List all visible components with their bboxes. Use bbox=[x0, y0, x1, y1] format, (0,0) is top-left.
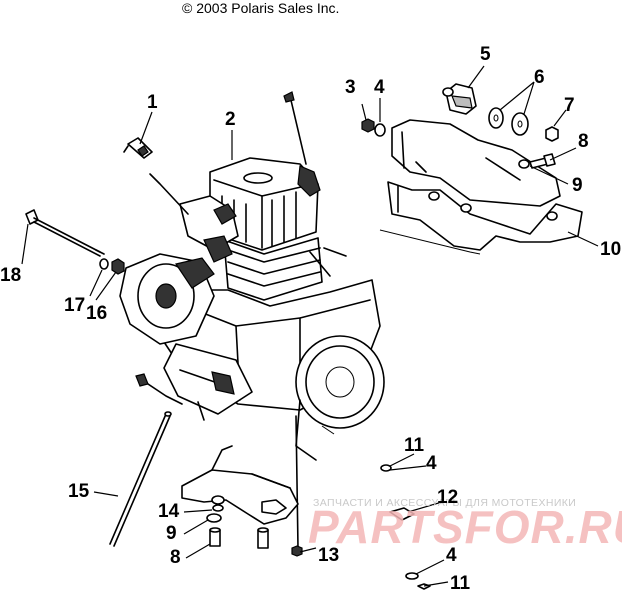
callout-11-upper: 11 bbox=[404, 435, 425, 456]
callout-18: 18 bbox=[0, 265, 22, 286]
callout-5: 5 bbox=[480, 44, 491, 65]
callout-12: 12 bbox=[437, 487, 459, 508]
callout-4-lower: 4 bbox=[446, 545, 457, 566]
callout-13: 13 bbox=[318, 545, 340, 566]
copyright-notice: © 2003 Polaris Sales Inc. bbox=[182, 0, 340, 16]
callout-10: 10 bbox=[600, 239, 622, 260]
callout-8-upper: 8 bbox=[578, 131, 589, 152]
watermark-caption: ЗАПЧАСТИ И АКСЕССУАРЫ ДЛЯ МОТОТЕХНИКИ bbox=[313, 497, 577, 509]
callout-16: 16 bbox=[86, 303, 108, 324]
part-18-bolt bbox=[25, 209, 105, 257]
watermark-logo: PARTSFOR.RU bbox=[308, 501, 622, 553]
part-16-17-hardware bbox=[99, 258, 125, 275]
part-1-sensor bbox=[123, 137, 153, 159]
callout-14: 14 bbox=[158, 501, 180, 522]
callout-6: 6 bbox=[534, 67, 545, 88]
part-15-rod bbox=[109, 411, 172, 547]
mounting-bracket-lower bbox=[181, 445, 303, 557]
callout-2: 2 bbox=[225, 109, 236, 130]
mounting-bracket-upper bbox=[379, 119, 583, 255]
callout-17: 17 bbox=[64, 295, 86, 316]
callout-15: 15 bbox=[68, 481, 90, 502]
callout-11-lower: 11 bbox=[450, 573, 471, 594]
callout-8-lower: 8 bbox=[170, 547, 181, 568]
callout-9-lower: 9 bbox=[166, 523, 177, 544]
bracket-hardware bbox=[361, 83, 559, 169]
engine-assembly bbox=[119, 91, 385, 549]
lower-right-hardware bbox=[380, 464, 431, 590]
callout-1: 1 bbox=[147, 92, 158, 113]
leader-lines bbox=[21, 65, 599, 587]
callout-4-middle: 4 bbox=[426, 453, 437, 474]
callout-4-upper: 4 bbox=[374, 77, 385, 98]
callout-9-upper: 9 bbox=[572, 175, 583, 196]
callout-3: 3 bbox=[345, 77, 356, 98]
callout-7: 7 bbox=[564, 95, 575, 116]
